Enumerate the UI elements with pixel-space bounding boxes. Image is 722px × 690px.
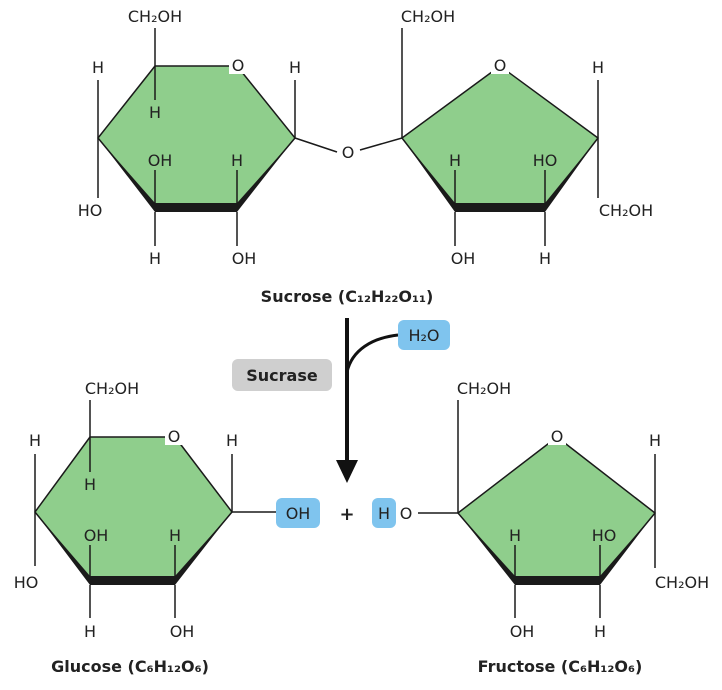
glycosidic-bond-right (359, 137, 403, 151)
fructose-h-highlight (372, 498, 396, 528)
h-label: H (649, 431, 661, 450)
h-label: H (149, 103, 161, 122)
h-label: H (149, 249, 161, 268)
oh-label: OH (148, 151, 173, 170)
ch2oh-label: CH₂OH (655, 573, 709, 592)
fructose-o-label: O (400, 504, 413, 523)
glucose-ring-group: CH₂OH O H H H HO OH H H OH (14, 379, 276, 641)
ho-label: HO (592, 526, 617, 545)
ho-label: HO (78, 201, 103, 220)
fructose-ring-group: CH₂OH O H H HO OH H CH₂OH (457, 379, 709, 641)
ring-oxygen-bg (229, 56, 247, 74)
ring-oxygen-label: O (232, 56, 245, 75)
sucrose-glucose-ring (97, 65, 296, 208)
fructose-caption: Fructose (C₆H₁₂O₆) (478, 657, 643, 676)
glucose-oh-label: OH (286, 504, 311, 523)
h-label: H (169, 526, 181, 545)
sucrose-glucose-ring-group: CH₂OH O H H H HO OH H H OH (78, 7, 301, 268)
h-label: H (92, 58, 104, 77)
oh-label: OH (451, 249, 476, 268)
h-label: H (84, 475, 96, 494)
glucose-oh-highlight (276, 498, 320, 528)
h-label: H (29, 431, 41, 450)
ring-oxygen-bg (548, 427, 566, 445)
ch2oh-label: CH₂OH (401, 7, 455, 26)
water-label: H₂O (408, 326, 439, 345)
h-label: H (449, 151, 461, 170)
water-input-curve (345, 333, 399, 373)
ch2oh-label: CH₂OH (85, 379, 139, 398)
oh-label: OH (170, 622, 195, 641)
sucrose-glucose-thick-edge (98, 138, 295, 212)
ring-oxygen-label: O (494, 56, 507, 75)
ch2oh-label: CH₂OH (457, 379, 511, 398)
ch2oh-label: CH₂OH (599, 201, 653, 220)
ring-oxygen-bg (165, 427, 183, 445)
glucose-ring (34, 436, 233, 581)
fructose-ring (457, 436, 656, 581)
ring-oxygen-bg (491, 56, 509, 74)
h-label: H (509, 526, 521, 545)
sucrose-caption: Sucrose (C₁₂H₂₂O₁₁) (261, 287, 434, 306)
oh-label: OH (232, 249, 257, 268)
ho-label: HO (14, 573, 39, 592)
glycosidic-bond-left (294, 137, 338, 153)
h-label: H (594, 622, 606, 641)
h-label: H (539, 249, 551, 268)
plus-sign: + (339, 504, 354, 525)
sucrose-fructose-ring (401, 65, 599, 208)
sucrose-fructose-ring-group: CH₂OH O H H HO OH H CH₂OH (401, 7, 653, 268)
water-highlight (398, 320, 450, 350)
ch2oh-label: CH₂OH (128, 7, 182, 26)
enzyme-badge (232, 359, 332, 391)
h-label: H (84, 622, 96, 641)
h-label: H (231, 151, 243, 170)
h-label: H (226, 431, 238, 450)
fructose-h-label: H (378, 504, 390, 523)
ring-oxygen-label: O (168, 427, 181, 446)
enzyme-label: Sucrase (246, 366, 318, 385)
reaction-arrow-group: H₂O Sucrase (232, 318, 450, 483)
bridge-oxygen-label: O (342, 143, 355, 162)
ho-label: HO (533, 151, 558, 170)
glucose-caption: Glucose (C₆H₁₂O₆) (51, 657, 209, 676)
oh-label: OH (510, 622, 535, 641)
h-label: H (289, 58, 301, 77)
ring-oxygen-label: O (551, 427, 564, 446)
h-label: H (592, 58, 604, 77)
reaction-arrow-head (336, 460, 358, 483)
oh-label: OH (84, 526, 109, 545)
